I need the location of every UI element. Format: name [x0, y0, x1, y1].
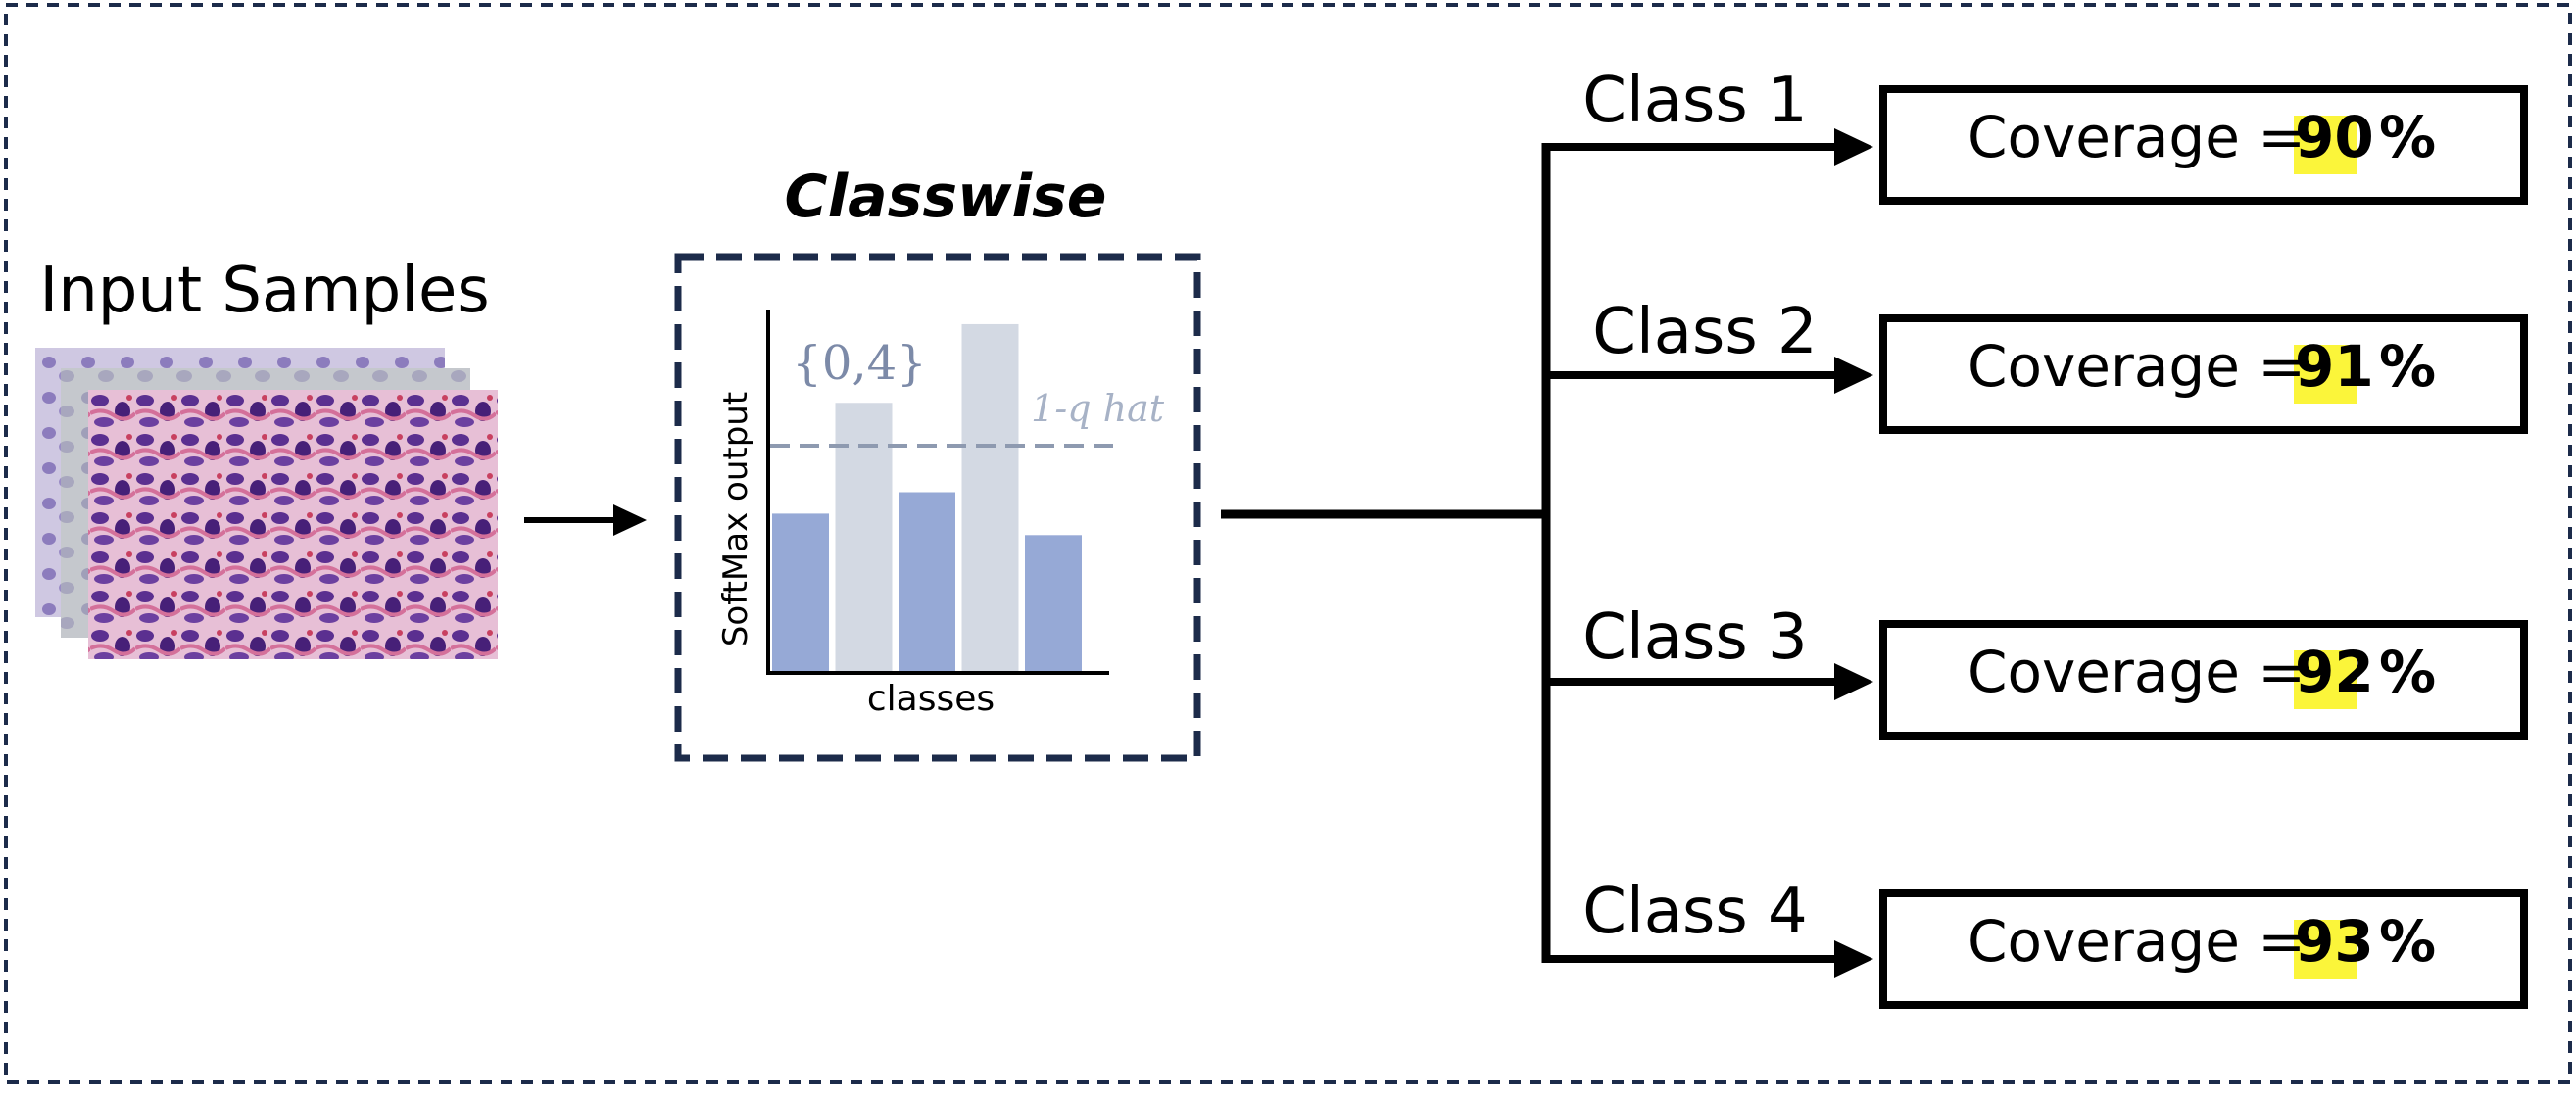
chart-xlabel: classes [867, 679, 995, 719]
coverage-prefix: Coverage = [1968, 104, 2306, 170]
svg-text:Coverage = 92 %: Coverage = 92 % [1968, 639, 2436, 705]
coverage-value: 91 [2295, 333, 2374, 400]
branch-class-2: Class 2 Coverage = 91 % [1542, 296, 2528, 434]
coverage-unit: % [2379, 639, 2436, 705]
branch-class-1: Class 1 Coverage = 90 % [1542, 65, 2528, 205]
method-title: Classwise [785, 163, 1107, 231]
softmax-bar-4 [961, 323, 1019, 671]
coverage-box [1879, 620, 2528, 740]
coverage-box [1879, 314, 2528, 434]
coverage-value: 92 [2295, 639, 2374, 705]
chart-ylabel: SoftMax output [716, 392, 755, 646]
branch-class-3: Class 3 Coverage = 92 % [1542, 601, 2528, 740]
method-box [674, 253, 1201, 762]
coverage-box [1879, 85, 2528, 205]
svg-text:Coverage = 90 %: Coverage = 90 % [1968, 104, 2436, 170]
coverage-prefix: Coverage = [1968, 333, 2306, 400]
prediction-set-label: {0,4} [792, 336, 926, 391]
input-image-stack [35, 348, 498, 659]
softmax-chart [770, 323, 1113, 671]
softmax-bar-2 [835, 403, 893, 671]
input-arrow-head [613, 504, 647, 536]
class-label: Class 3 [1582, 601, 1807, 674]
softmax-bar-1 [772, 513, 829, 671]
coverage-value: 93 [2295, 908, 2374, 975]
coverage-highlight [2294, 116, 2357, 174]
coverage-highlight [2294, 920, 2357, 979]
svg-text:Coverage = 91 %: Coverage = 91 % [1968, 333, 2436, 400]
coverage-unit: % [2379, 908, 2436, 975]
threshold-label: 1-q hat [1031, 387, 1165, 430]
coverage-prefix: Coverage = [1968, 639, 2306, 705]
softmax-bar-5 [1025, 535, 1082, 671]
softmax-bar-3 [899, 492, 955, 671]
coverage-prefix: Coverage = [1968, 908, 2306, 975]
branch-class-4: Class 4 Coverage = 93 % [1542, 876, 2528, 1009]
coverage-box [1879, 889, 2528, 1009]
coverage-highlight [2294, 650, 2357, 709]
coverage-highlight [2294, 345, 2357, 404]
coverage-unit: % [2379, 104, 2436, 170]
input-title: Input Samples [39, 255, 489, 327]
class-label: Class 1 [1582, 65, 1807, 137]
svg-text:Coverage = 93 %: Coverage = 93 % [1968, 908, 2436, 975]
coverage-value: 90 [2295, 104, 2374, 170]
input-image-front [88, 390, 498, 659]
class-label: Class 2 [1592, 296, 1817, 368]
coverage-unit: % [2379, 333, 2436, 400]
class-label: Class 4 [1582, 876, 1807, 948]
outer-frame [4, 3, 2572, 1084]
